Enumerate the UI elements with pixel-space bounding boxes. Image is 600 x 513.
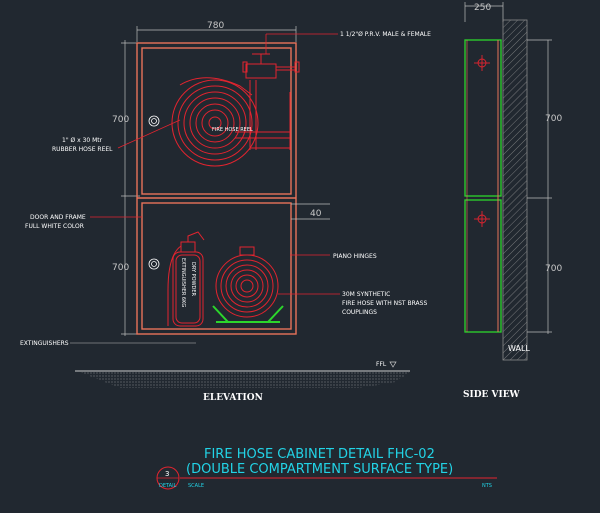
hinges-label: PIANO HINGES bbox=[333, 253, 377, 260]
leader-lines bbox=[90, 33, 340, 295]
wall-section bbox=[502, 19, 528, 361]
side-handle-icon bbox=[474, 55, 490, 227]
title-line-2: (DOUBLE COMPARTMENT SURFACE TYPE) bbox=[186, 462, 453, 477]
dim-side-lower-label: 700 bbox=[545, 264, 562, 274]
dimension-side-width bbox=[464, 2, 504, 22]
dim-side-upper-label: 700 bbox=[545, 114, 562, 124]
reel-label-1: 1" Ø x 30 Mtr bbox=[62, 137, 103, 144]
wall-label: WALL bbox=[508, 344, 530, 353]
detail-number: 3 bbox=[165, 470, 169, 478]
door-label-2: FULL WHITE COLOR bbox=[25, 223, 84, 230]
title-block: FIRE HOSE CABINET DETAIL FHC-02 (DOUBLE … bbox=[156, 447, 497, 490]
prv-label: 1 1/2"Ø P.R.V. MALE & FEMALE bbox=[340, 31, 431, 38]
dim-width-label: 780 bbox=[207, 21, 224, 31]
scale-label: SCALE bbox=[188, 483, 204, 489]
dimension-gap bbox=[291, 203, 330, 220]
extinguisher-icon bbox=[167, 231, 205, 327]
extinguisher-label-1: EXTINGUISHER 6KG bbox=[180, 258, 186, 307]
extinguisher-label-2: DRY POWDER bbox=[190, 262, 196, 297]
door-label-1: DOOR AND FRAME bbox=[30, 214, 86, 221]
hose-label-3: COUPLINGS bbox=[342, 309, 377, 316]
title-line-1: FIRE HOSE CABINET DETAIL FHC-02 bbox=[204, 447, 435, 462]
hose-cradle-icon bbox=[212, 305, 284, 323]
hose-label-1: 30M SYNTHETIC bbox=[342, 291, 390, 298]
dim-side-width-label: 250 bbox=[474, 3, 491, 13]
ffl-label: FFL bbox=[376, 361, 387, 368]
dimension-side-heights bbox=[527, 39, 552, 334]
hose-label-2: FIRE HOSE WITH NST BRASS bbox=[342, 300, 427, 307]
side-view: 250 WALL 700 700 SIDE VIEW bbox=[463, 2, 562, 400]
door-lock-icon bbox=[148, 115, 160, 270]
side-view-title: SIDE VIEW bbox=[463, 390, 521, 400]
reel-label-2: RUBBER HOSE REEL bbox=[52, 146, 113, 153]
dim-upper-height-label: 700 bbox=[112, 115, 129, 125]
dim-gap-label: 40 bbox=[310, 209, 322, 219]
dim-lower-height-label: 700 bbox=[112, 263, 129, 273]
extinguishers-label: EXTINGUISHERS bbox=[20, 340, 69, 347]
reel-inner-text: FIRE HOSE REEL bbox=[212, 127, 253, 133]
detail-label: DETAIL bbox=[159, 483, 177, 489]
cabinet-frame bbox=[136, 42, 297, 335]
hose-coil-icon bbox=[215, 246, 279, 318]
scale-value: NTS bbox=[482, 483, 492, 489]
side-cabinet bbox=[464, 39, 502, 333]
dimension-heights bbox=[121, 40, 140, 336]
elevation-title: ELEVATION bbox=[203, 393, 263, 403]
ground-line bbox=[75, 361, 410, 388]
elevation-view: 780 700 700 40 bbox=[20, 21, 431, 403]
hose-reel-icon bbox=[171, 53, 300, 167]
